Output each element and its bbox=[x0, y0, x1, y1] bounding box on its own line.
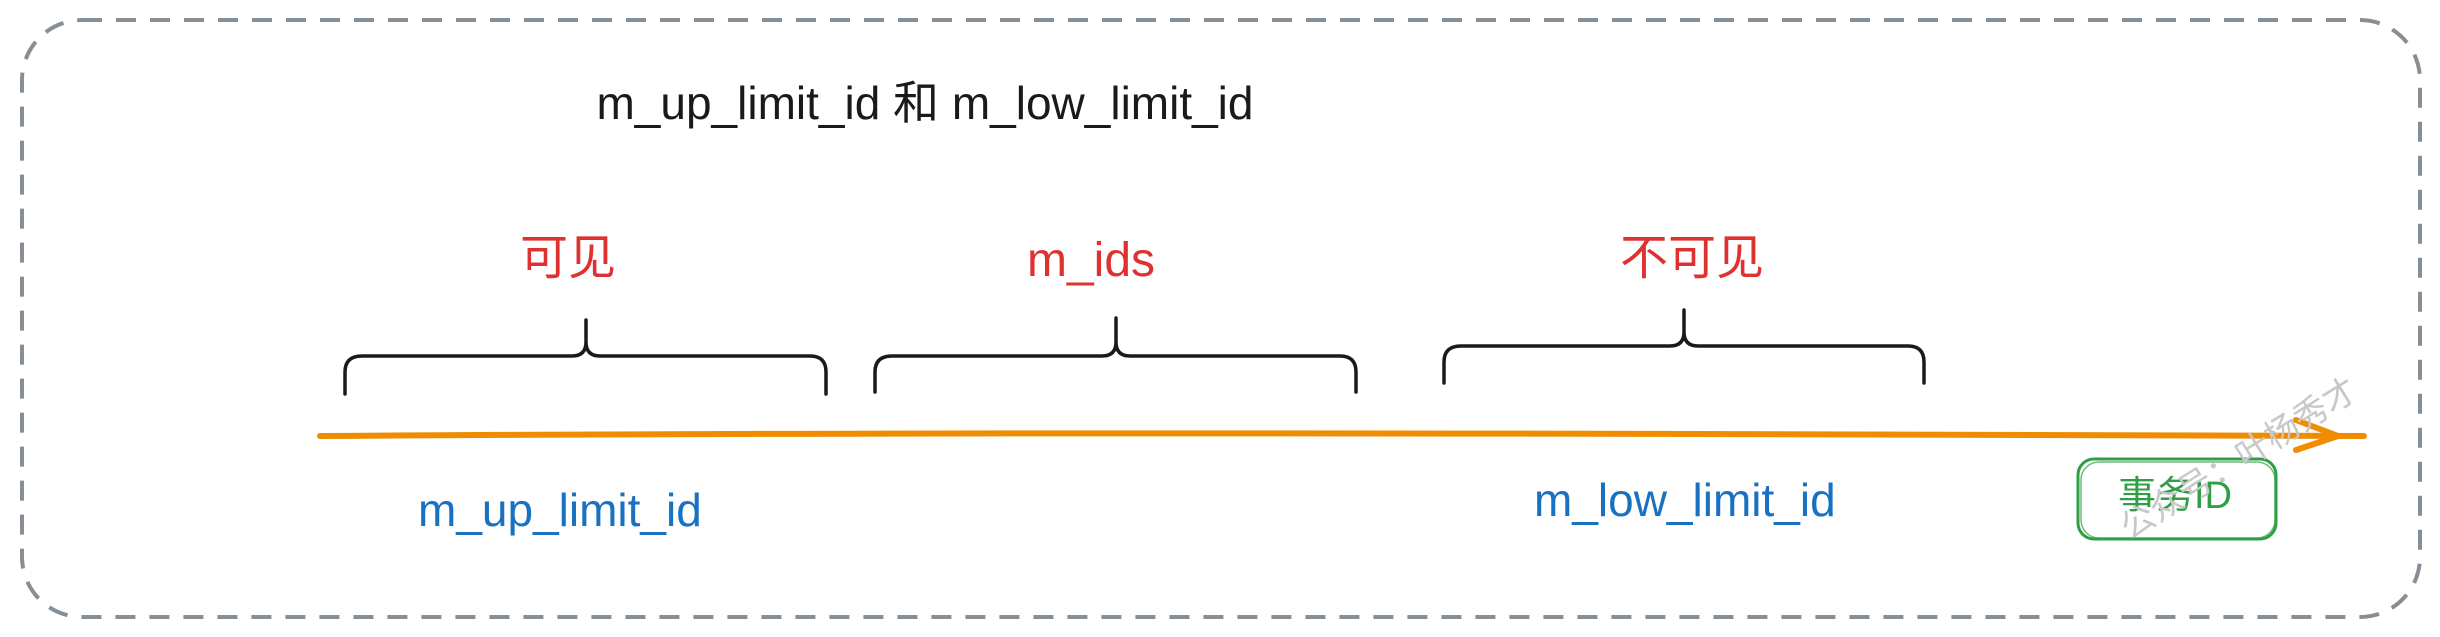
transaction-axis-line bbox=[317, 430, 2367, 439]
region-label-active-ids: m_ids bbox=[1027, 234, 1156, 287]
brace-invisible bbox=[1442, 308, 1926, 385]
badge-box-sketch bbox=[2080, 461, 2276, 539]
region-label-visible: 可见 bbox=[520, 232, 617, 285]
axis-arrow-head-icon bbox=[2293, 417, 2341, 453]
brace-active-ids bbox=[873, 316, 1358, 394]
badge-box bbox=[2076, 457, 2278, 541]
marker-label-up-limit: m_up_limit_id bbox=[418, 484, 702, 536]
brace-visible bbox=[343, 318, 828, 396]
diagram-title: m_up_limit_id 和 m_low_limit_id bbox=[596, 77, 1254, 129]
marker-label-low-limit: m_low_limit_id bbox=[1534, 474, 1836, 526]
dashed-frame bbox=[20, 18, 2422, 619]
region-label-invisible: 不可见 bbox=[1620, 232, 1765, 285]
axis-label-badge: 事务ID bbox=[2118, 475, 2233, 517]
